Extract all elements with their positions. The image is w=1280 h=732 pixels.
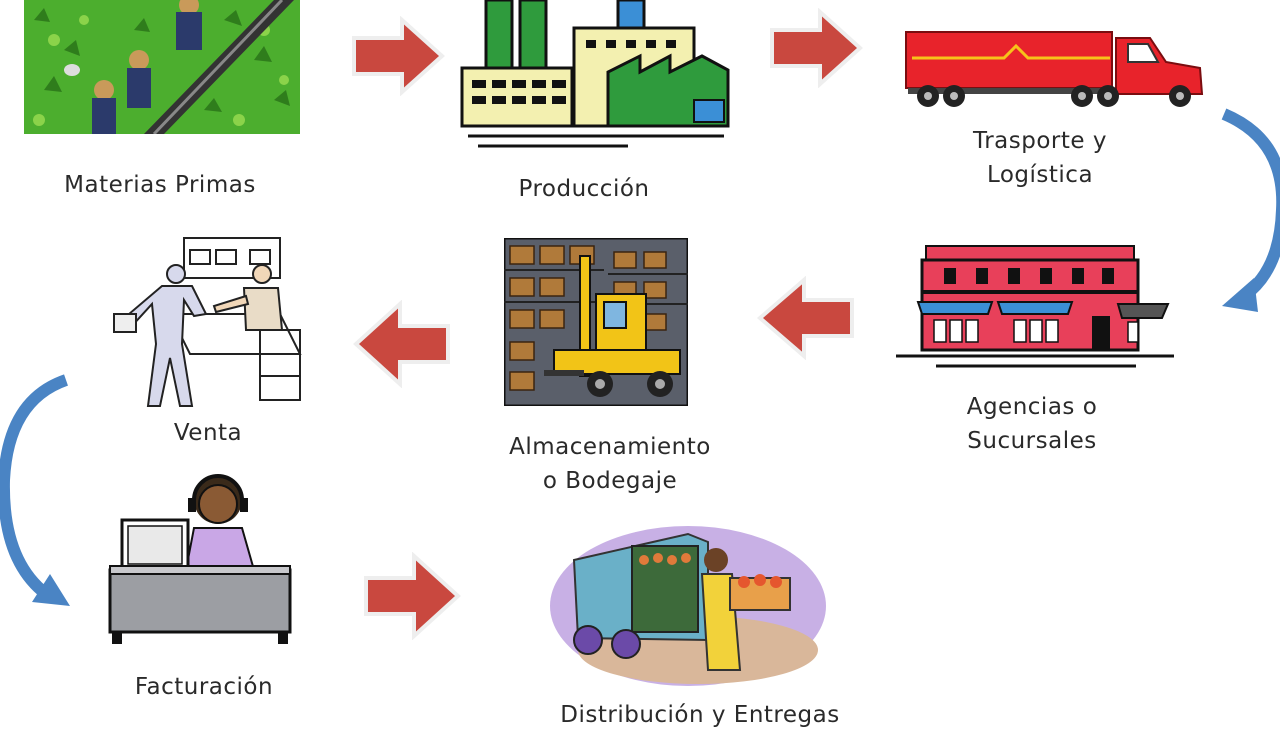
curved-arrow-transporte-to-agencias	[1216, 100, 1280, 320]
arrow-agencias-to-almacenamiento	[756, 276, 856, 360]
agencias-label-line1: Agencias o	[966, 394, 1098, 420]
factory-illustration	[458, 0, 734, 150]
arrow-produccion-to-transporte	[768, 8, 864, 88]
agencias-label-line2: Sucursales	[967, 428, 1097, 454]
distribucion-label: Distribución y Entregas	[560, 702, 840, 728]
produccion-label: Producción	[518, 176, 650, 202]
curved-arrow-venta-to-facturacion	[0, 370, 80, 622]
materias-primas-illustration	[24, 0, 300, 134]
almacenamiento-label-line2: o Bodegaje	[542, 468, 678, 494]
sale-illustration	[110, 234, 310, 410]
transporte-label-line1: Trasporte y	[973, 128, 1107, 154]
building-illustration	[896, 242, 1174, 374]
materias-primas-label: Materias Primas	[64, 172, 256, 198]
arrow-almacenamiento-to-venta	[352, 300, 452, 388]
truck-illustration	[904, 28, 1208, 110]
delivery-illustration	[548, 520, 830, 690]
transporte-label-line2: Logística	[986, 162, 1094, 188]
billing-illustration	[108, 470, 294, 648]
arrow-facturacion-to-distribucion	[362, 552, 462, 640]
facturacion-label: Facturación	[134, 674, 274, 700]
almacenamiento-label-line1: Almacenamiento	[509, 434, 711, 460]
arrow-materias-to-produccion	[350, 16, 446, 96]
venta-label: Venta	[173, 420, 243, 446]
warehouse-illustration	[504, 238, 688, 406]
